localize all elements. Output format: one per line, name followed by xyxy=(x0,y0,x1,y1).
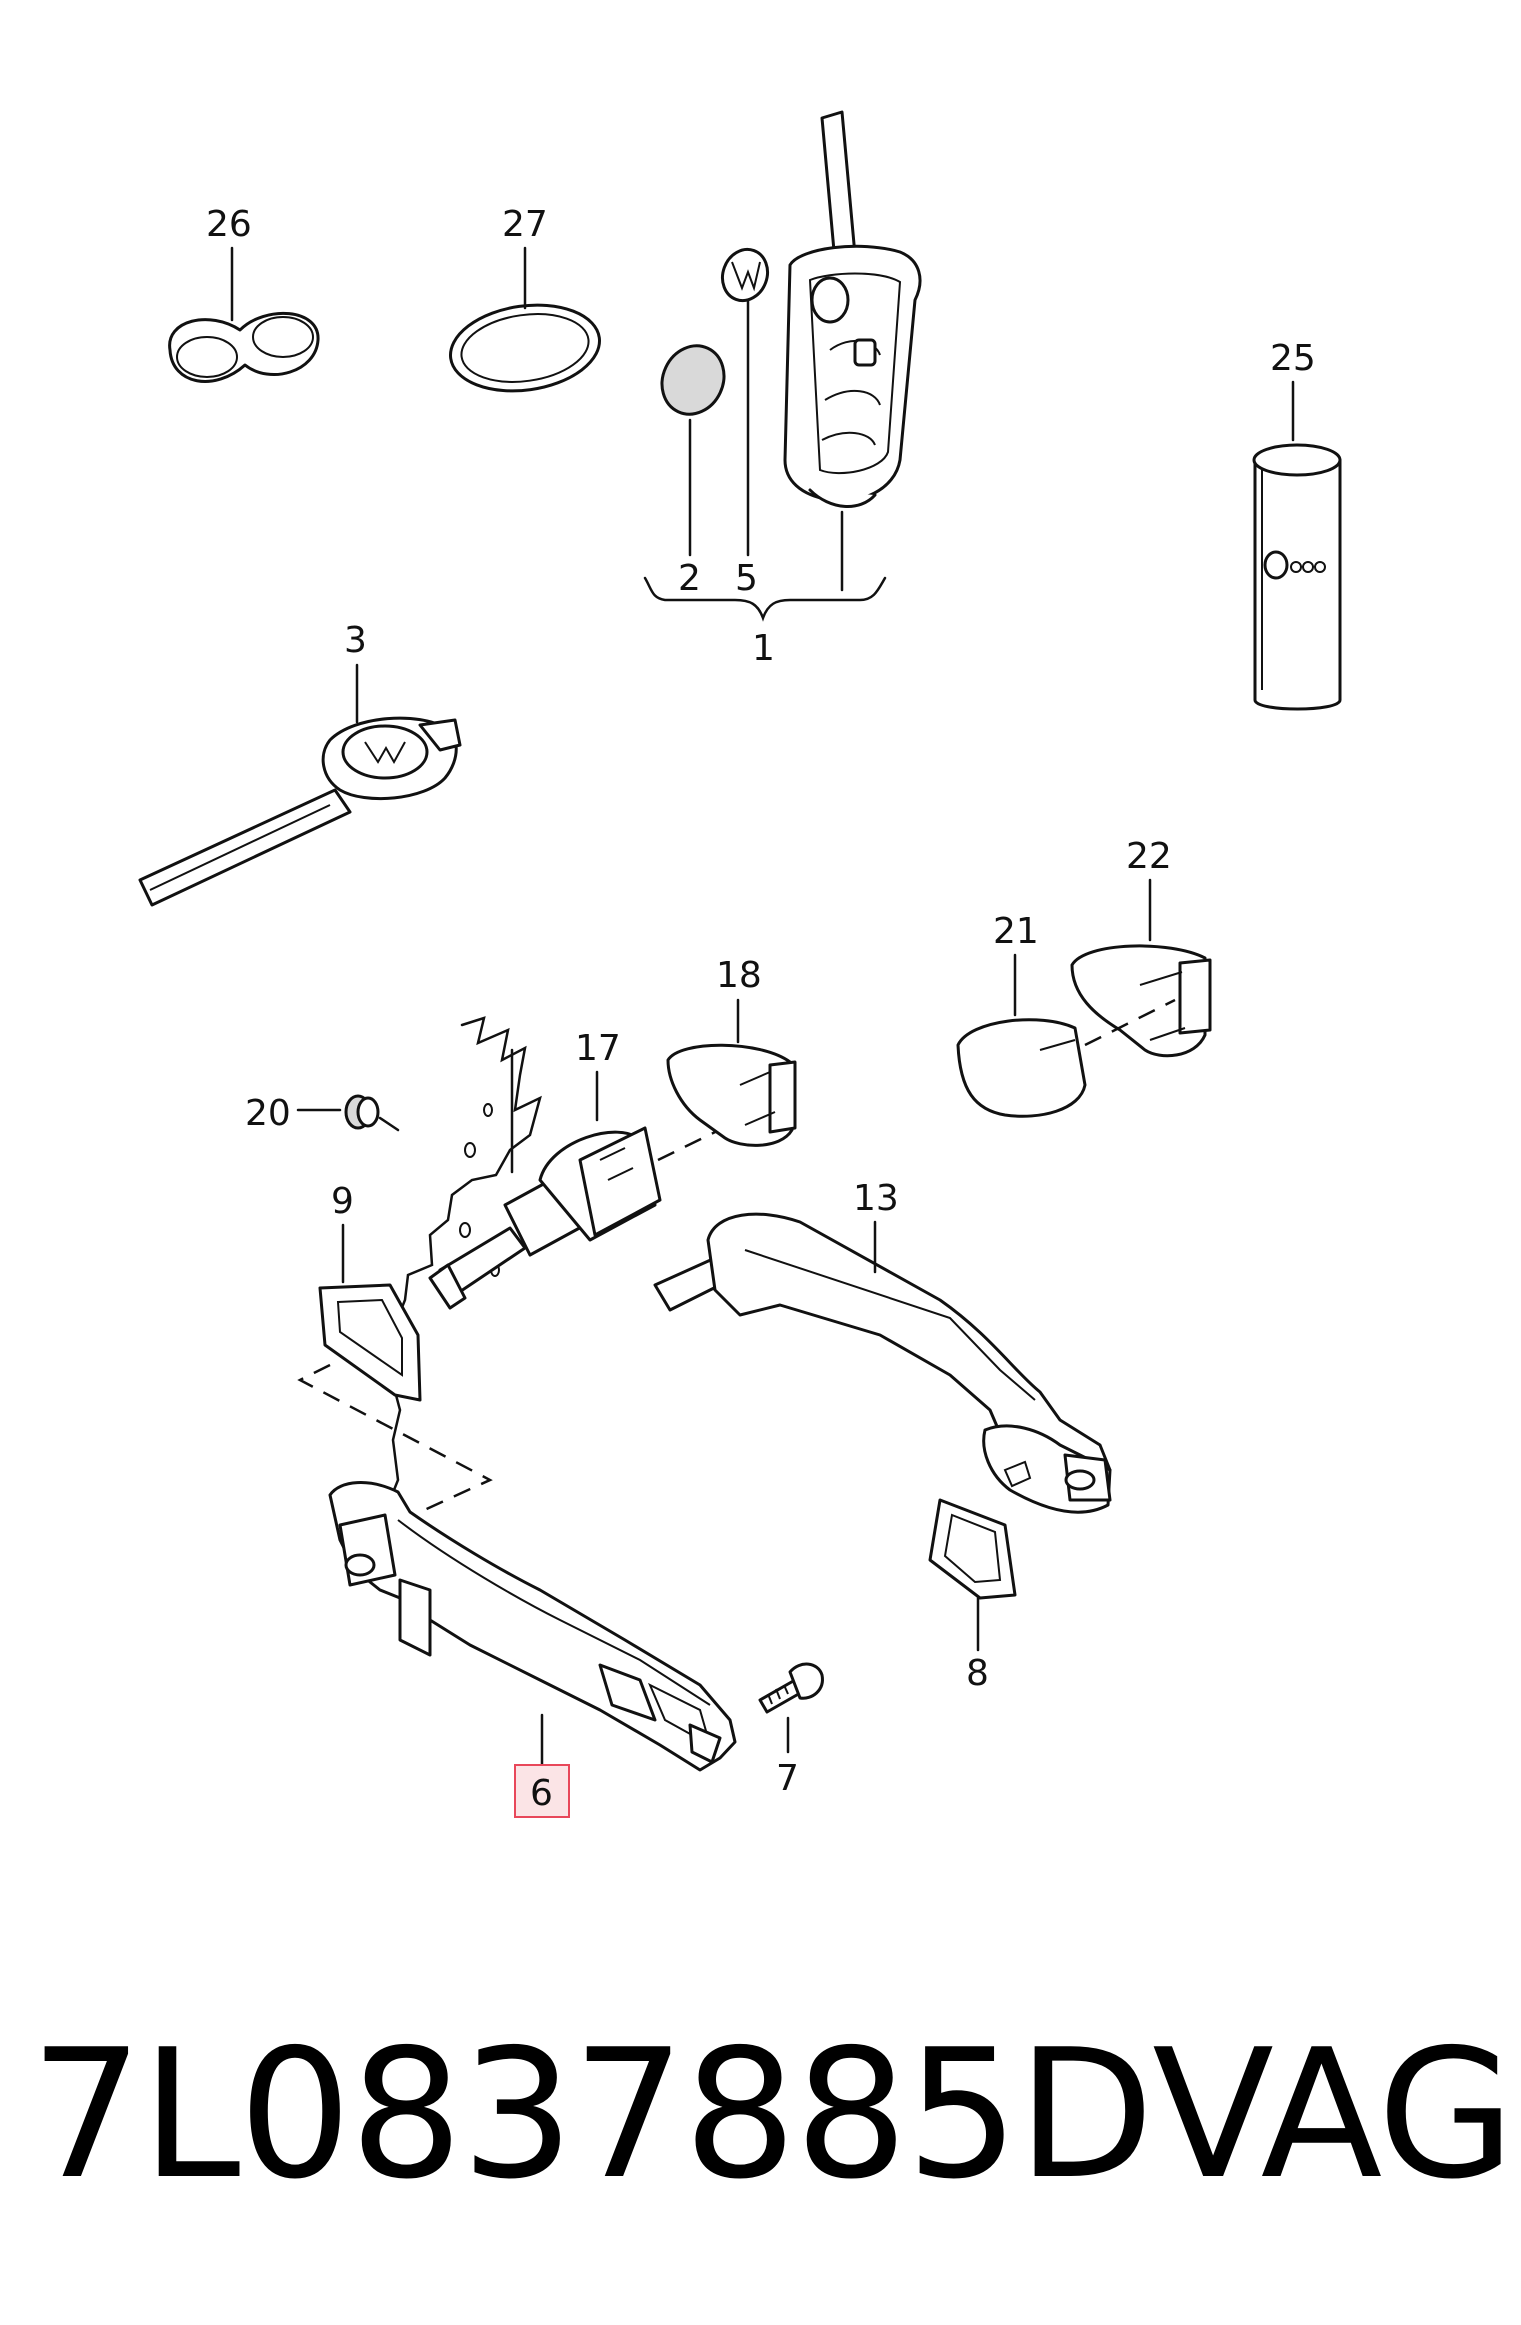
callout-9: 9 xyxy=(331,1181,354,1222)
callout-6-highlight xyxy=(514,1764,570,1818)
part-6-carrier xyxy=(328,1481,737,1772)
footer: 7L0837885D VAG xyxy=(30,2010,1515,2220)
link-9-6 xyxy=(297,1363,493,1514)
callout-17: 17 xyxy=(575,1028,621,1069)
brand-label: VAG xyxy=(1152,2011,1515,2218)
part-2-cover xyxy=(660,344,726,416)
link-21-22 xyxy=(1084,998,1176,1047)
part-26-gasket xyxy=(168,311,320,383)
part-21-small-cap xyxy=(956,1018,1087,1118)
part-number: 7L0837885D xyxy=(30,2011,1154,2218)
callout-5: 5 xyxy=(735,558,758,599)
part-22-cap xyxy=(1070,944,1212,1058)
panel-hole xyxy=(483,1103,493,1117)
part-18-cap xyxy=(666,1043,797,1147)
callout-25: 25 xyxy=(1270,338,1316,379)
part-27-o-ring xyxy=(449,303,601,393)
callout-27: 27 xyxy=(502,204,548,245)
leader-20-tail xyxy=(378,1116,400,1132)
part-8-gasket xyxy=(928,1498,1017,1600)
callout-6: 6 xyxy=(530,1773,553,1814)
callout-8: 8 xyxy=(966,1653,989,1694)
part-7-screw xyxy=(758,1662,824,1714)
callout-7: 7 xyxy=(776,1758,799,1799)
callout-2: 2 xyxy=(678,558,701,599)
panel-hole xyxy=(464,1142,476,1158)
callout-21: 21 xyxy=(993,911,1039,952)
callout-1: 1 xyxy=(752,628,775,669)
callout-20: 20 xyxy=(245,1093,291,1134)
bracket-1 xyxy=(643,576,887,622)
part-5-emblem xyxy=(720,247,770,303)
part-25-lubricant xyxy=(1252,443,1342,711)
part-1-flip-key xyxy=(783,110,922,508)
part-13-handle xyxy=(653,1212,1112,1514)
callout-3: 3 xyxy=(344,620,367,661)
part-20-plug xyxy=(344,1094,380,1130)
part-9-gasket xyxy=(318,1283,422,1402)
callout-22: 22 xyxy=(1126,836,1172,877)
callout-13: 13 xyxy=(853,1178,899,1219)
callout-18: 18 xyxy=(716,955,762,996)
part-3-key-blade xyxy=(138,716,462,907)
panel-hole xyxy=(459,1222,471,1238)
callout-26: 26 xyxy=(206,204,252,245)
part-17-lock-cylinder xyxy=(428,1126,662,1310)
